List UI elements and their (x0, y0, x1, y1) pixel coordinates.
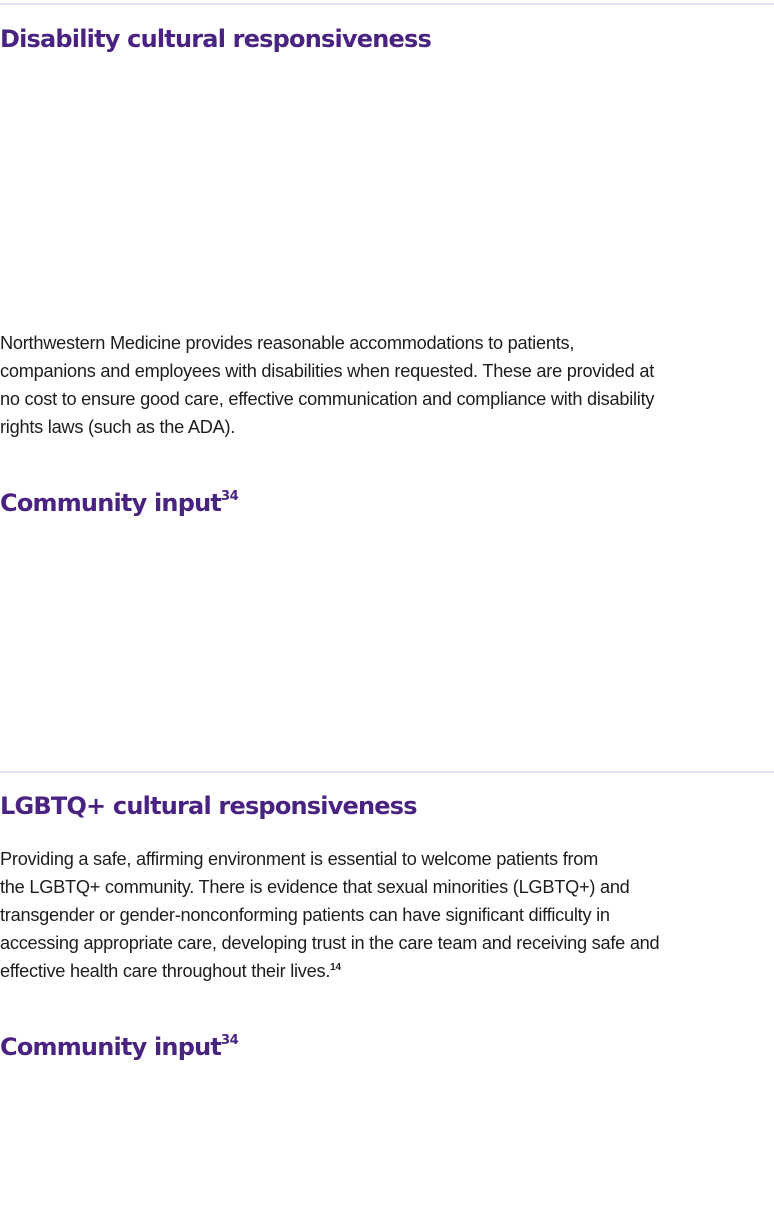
subheading-community-input: Community input34 (0, 1032, 239, 1062)
body-line: no cost to ensure good care, effective c… (0, 389, 655, 409)
body-line: effective health care throughout their l… (0, 961, 331, 981)
section-divider-top (0, 3, 774, 5)
media-placeholder-disability (0, 64, 774, 326)
footnote-ref[interactable]: 14 (330, 961, 341, 973)
body-line: rights laws (such as the ADA). (0, 417, 236, 437)
subheading-community-input: Community input34 (0, 488, 239, 518)
section-title-disability: Disability cultural responsiveness (0, 25, 432, 53)
body-line: transgender or gender-nonconforming pati… (0, 905, 610, 925)
community-input-content-lgbtq (0, 1072, 774, 1210)
body-line: accessing appropriate care, developing t… (0, 933, 660, 953)
section-title-lgbtq: LGBTQ+ cultural responsiveness (0, 792, 418, 820)
body-line: companions and employees with disabiliti… (0, 361, 655, 381)
subheading-label: Community input (0, 1033, 222, 1061)
subheading-label: Community input (0, 489, 222, 517)
section-body-lgbtq: Providing a safe, affirming environment … (0, 845, 774, 985)
section-body-disability: Northwestern Medicine provides reasonabl… (0, 329, 774, 441)
body-line: Providing a safe, affirming environment … (0, 849, 599, 869)
section-divider (0, 771, 774, 773)
body-line: the LGBTQ+ community. There is evidence … (0, 877, 630, 897)
footnote-ref[interactable]: 34 (221, 489, 239, 504)
body-line: Northwestern Medicine provides reasonabl… (0, 333, 575, 353)
footnote-ref[interactable]: 34 (221, 1033, 239, 1048)
community-input-content-disability (0, 528, 774, 768)
